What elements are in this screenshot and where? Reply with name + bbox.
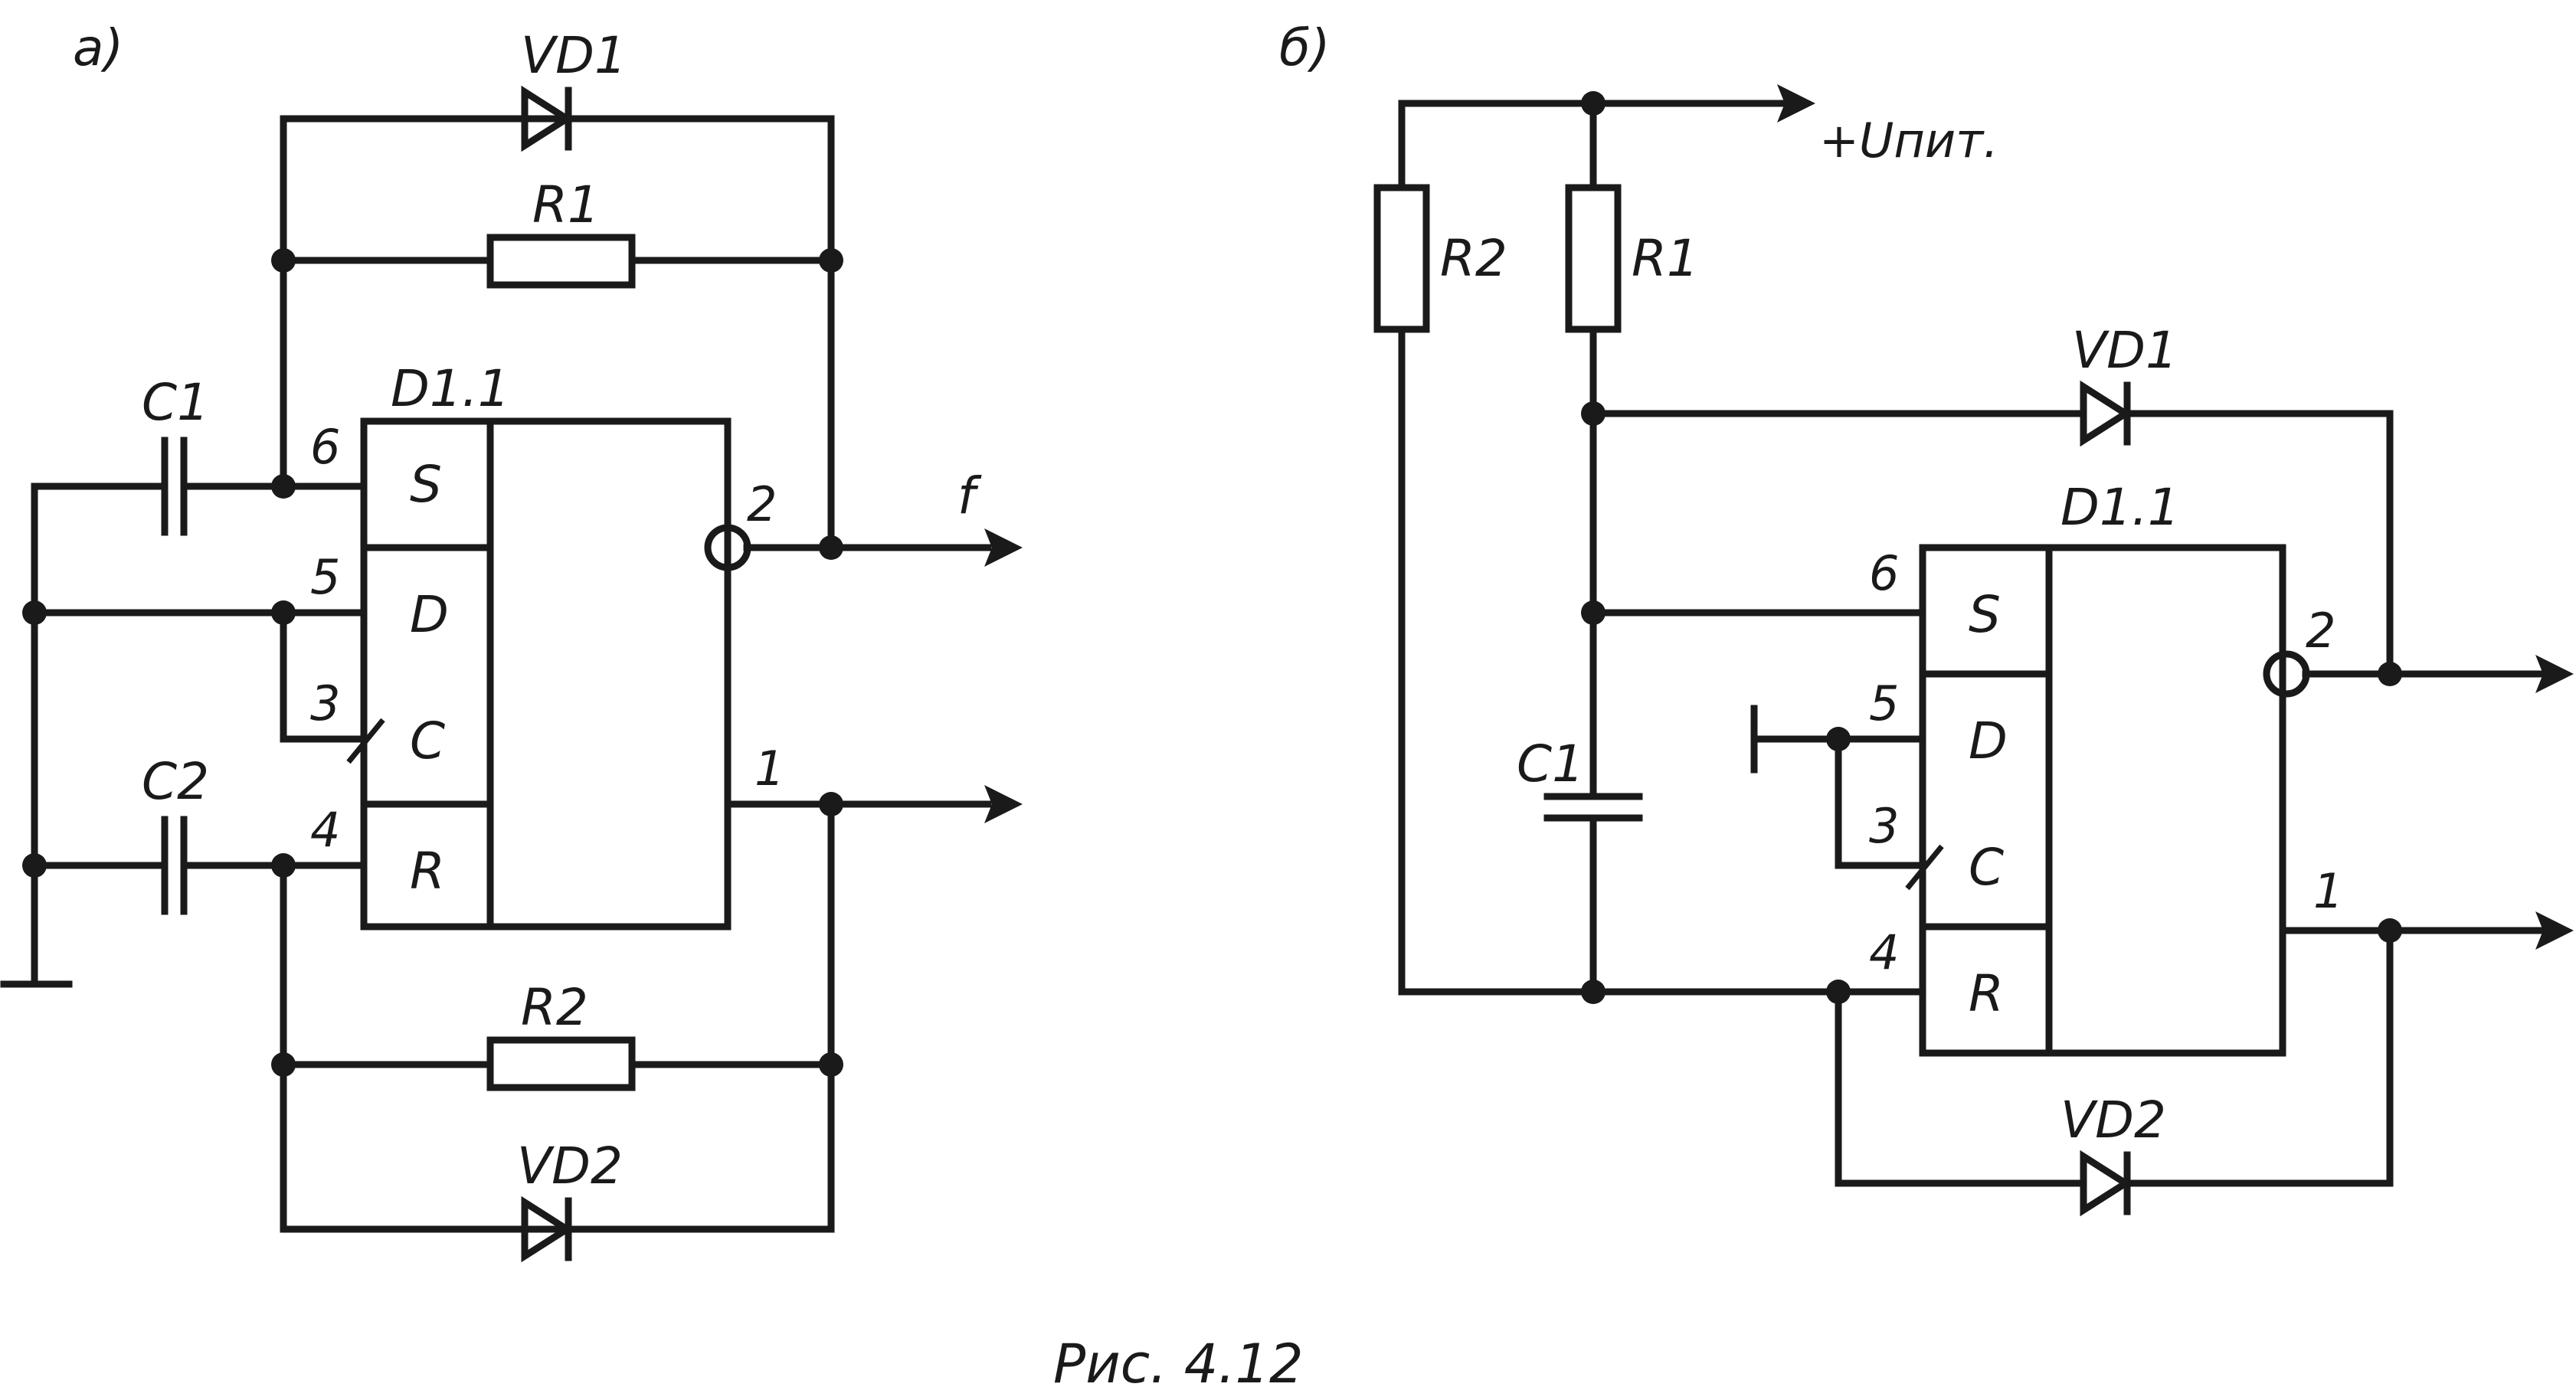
junction-dot: [271, 853, 296, 878]
diagram-b-label: б): [1279, 18, 1330, 77]
chip-a-body: [360, 417, 732, 931]
pin-b-q: 1: [2313, 863, 2343, 919]
chip-b-body: [1919, 544, 2286, 1057]
pin-a-s: 6: [310, 419, 340, 475]
r1-b-body: [1565, 184, 1622, 333]
chip-a-input-c: C: [410, 711, 445, 770]
clock-edge-b: [1905, 844, 1944, 891]
r1-a-body: [486, 234, 636, 289]
pin-b-qinv: 2: [2306, 603, 2335, 659]
clock-edge-a: [346, 718, 385, 764]
arrow-b-supply: [1777, 84, 1815, 123]
vd2-a: VD2: [517, 1137, 623, 1263]
junctions-a: [22, 248, 843, 1077]
chip-a: D1.1 S D C R: [360, 359, 732, 931]
c1-a: C1: [142, 373, 209, 536]
chip-b-input-s: S: [1969, 585, 2001, 644]
vd1-a-label: VD1: [521, 26, 627, 85]
wires-b: [1398, 100, 2551, 1187]
pin-a-c: 3: [310, 675, 340, 731]
pin-b-r: 4: [1869, 924, 1899, 980]
vd1-a: VD1: [521, 26, 627, 152]
junction-dot: [271, 248, 296, 273]
diagram-a-label: а): [73, 18, 123, 77]
chip-b-input-d: D: [1969, 711, 2008, 770]
chip-a-input-r: R: [410, 842, 445, 901]
inverted-output-a: [704, 524, 751, 571]
pin-b-d: 5: [1869, 675, 1899, 731]
pin-a-d: 5: [310, 549, 340, 605]
junction-dot: [1826, 727, 1851, 751]
r1-b-label: R1: [1632, 229, 1699, 288]
junctions-b: [1581, 91, 2402, 1004]
pin-a-q: 1: [754, 741, 784, 796]
junction-dot: [819, 535, 843, 560]
r1-a: R1: [486, 175, 636, 289]
junction-dot: [1826, 980, 1851, 1004]
junction-dot: [271, 474, 296, 499]
vd1-b: VD1: [2072, 321, 2178, 447]
junction-dot: [1581, 91, 1605, 116]
vd1-a-triangle: [521, 85, 574, 152]
c1-b-label: C1: [1517, 734, 1584, 793]
junction-dot: [1581, 401, 1605, 426]
chip-b-name: D1.1: [2060, 478, 2180, 537]
vd2-a-triangle: [521, 1196, 574, 1263]
junction-dot: [819, 792, 843, 816]
r1-a-label: R1: [532, 175, 600, 234]
c1-b: C1: [1517, 734, 1643, 822]
wires-a: [0, 115, 992, 1233]
vd1-b-triangle: [2080, 380, 2132, 447]
vd2-b: VD2: [2060, 1091, 2166, 1217]
pin-b-c: 3: [1869, 798, 1899, 854]
r1-b: R1: [1565, 184, 1699, 333]
r2-b: R2: [1373, 184, 1507, 333]
chip-b: D1.1 S D C R: [1919, 478, 2286, 1057]
junction-dot: [2378, 918, 2402, 943]
pin-a-qinv: 2: [747, 476, 777, 532]
arrow-b-out-q: [2535, 911, 2574, 950]
junction-dot: [819, 1052, 843, 1077]
vd1-b-label: VD1: [2072, 321, 2178, 380]
vd2-a-label: VD2: [517, 1137, 623, 1196]
r2-b-body: [1373, 184, 1430, 333]
output-a-label: f: [957, 466, 982, 525]
arrow-a-out-q: [984, 785, 1023, 823]
diagram-b: б) D1.1 S D C R 6 5 3 4 2 1: [1279, 18, 2574, 1217]
pin-b-s: 6: [1869, 545, 1899, 601]
junction-dot: [1581, 600, 1605, 625]
vd2-b-triangle: [2080, 1150, 2132, 1217]
chip-a-name: D1.1: [391, 359, 510, 418]
junction-dot: [271, 1052, 296, 1077]
r2-a-body: [486, 1036, 636, 1091]
arrow-b-out-qinv: [2535, 655, 2574, 693]
pin-a-r: 4: [310, 802, 340, 858]
vd2-b-label: VD2: [2060, 1091, 2166, 1150]
junction-dot: [819, 248, 843, 273]
junction-dot: [1581, 980, 1605, 1004]
arrow-a-out-qinv: [984, 528, 1023, 567]
inverted-output-b: [2263, 650, 2310, 698]
junction-dot: [271, 600, 296, 625]
c2-a-label: C2: [142, 752, 209, 811]
junction-dot: [22, 600, 47, 625]
c1-a-label: C1: [142, 373, 209, 432]
chip-b-input-c: C: [1969, 838, 2004, 897]
junction-dot: [2378, 662, 2402, 686]
diagram-a: а) D1.1 S D C R 6 5 3 4 2 1: [0, 18, 1023, 1263]
chip-b-input-r: R: [1969, 964, 2004, 1023]
r2-b-label: R2: [1440, 229, 1507, 288]
junction-dot: [22, 853, 47, 878]
supply-b-label: +Uпит.: [1819, 113, 1998, 168]
chip-a-input-s: S: [410, 455, 442, 514]
chip-a-input-d: D: [410, 585, 449, 644]
r2-a-label: R2: [521, 978, 588, 1037]
r2-a: R2: [486, 978, 636, 1091]
c2-a: C2: [142, 752, 209, 915]
figure-caption: Рис. 4.12: [1053, 1333, 1304, 1395]
